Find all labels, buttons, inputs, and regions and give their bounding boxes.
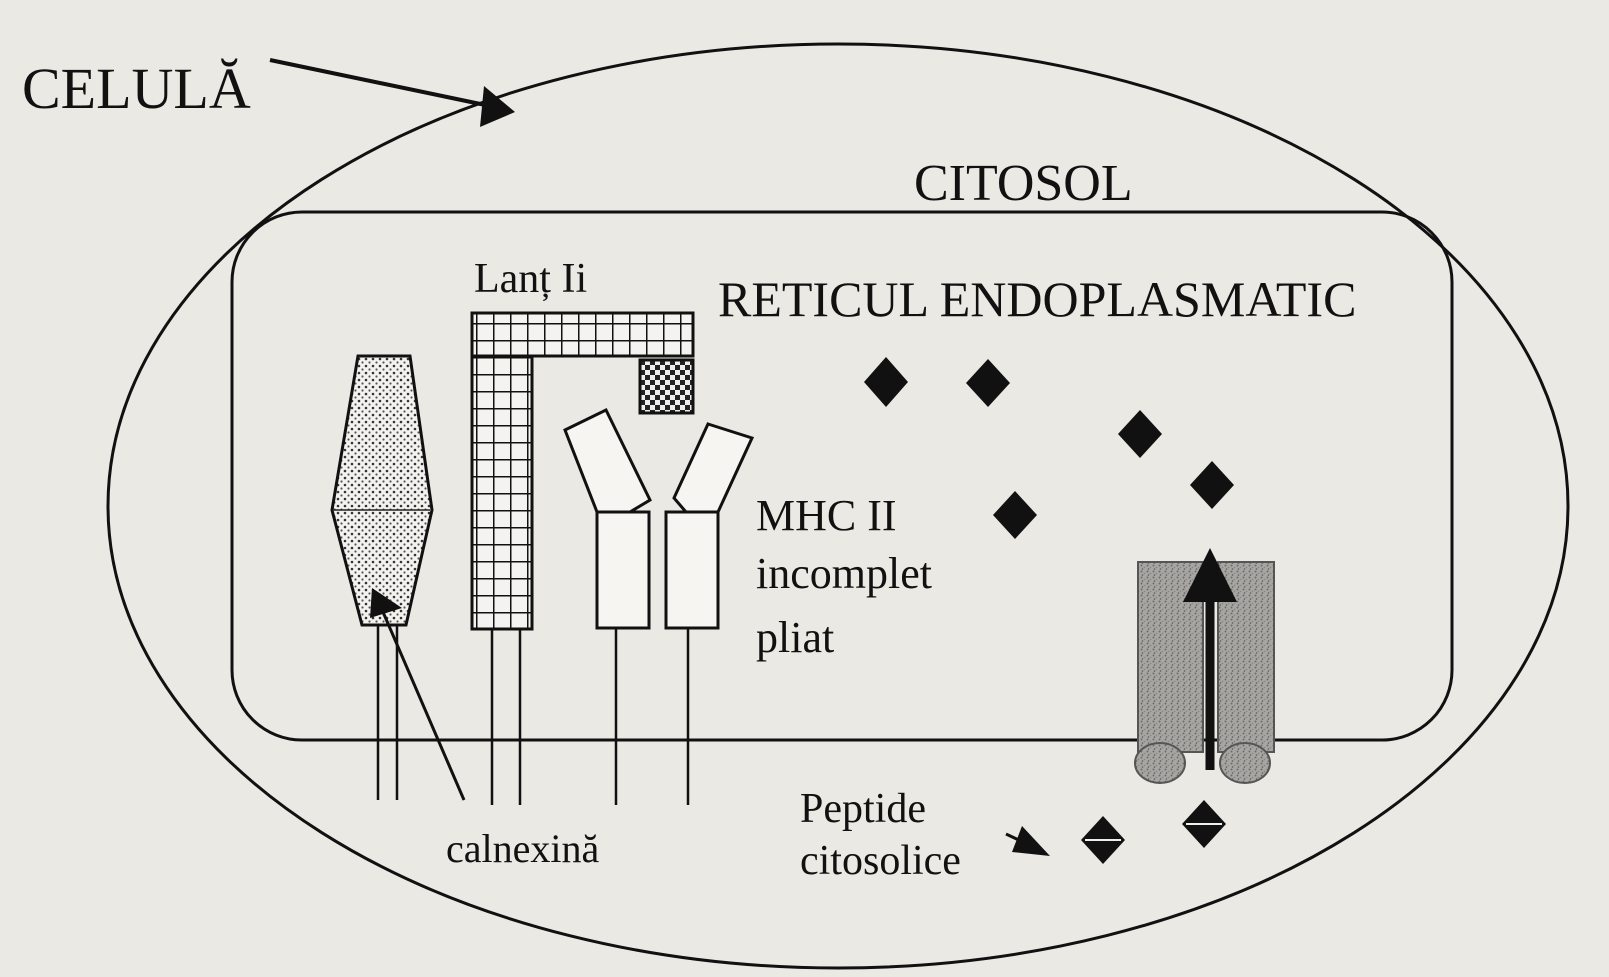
cytosol-label: CITOSOL bbox=[914, 155, 1133, 212]
mhc-ii-incomplete bbox=[565, 410, 752, 805]
peptides-pointer-arrow bbox=[1006, 826, 1050, 856]
invariant-chain-ii bbox=[472, 313, 693, 805]
ii-chain-label: Lanț Ii bbox=[474, 256, 587, 302]
cell-pointer-arrow bbox=[270, 60, 515, 127]
peptides-label-line1: Peptide bbox=[800, 786, 926, 832]
peptide-diamond bbox=[864, 357, 908, 407]
mhc-ii-label-line2: incomplet bbox=[756, 549, 932, 598]
peptide-diamond bbox=[966, 359, 1010, 407]
endoplasmic-reticulum-label: RETICUL ENDOPLASMATIC bbox=[718, 271, 1356, 327]
calnexin-protein bbox=[332, 356, 432, 800]
peptide-diamond bbox=[993, 491, 1037, 539]
mhc-ii-label-line1: MHC II bbox=[756, 491, 897, 540]
peptide-diamond bbox=[1118, 410, 1162, 458]
calnexin-label: calnexină bbox=[446, 826, 599, 871]
er-peptides bbox=[864, 357, 1234, 539]
cytosolic-peptides bbox=[1081, 800, 1226, 864]
mhc-ii-label-line3: pliat bbox=[756, 613, 834, 662]
peptide-diamond bbox=[1190, 461, 1234, 509]
peptides-label-line2: citosolice bbox=[800, 838, 961, 884]
cell-label: CELULĂ bbox=[22, 56, 251, 121]
